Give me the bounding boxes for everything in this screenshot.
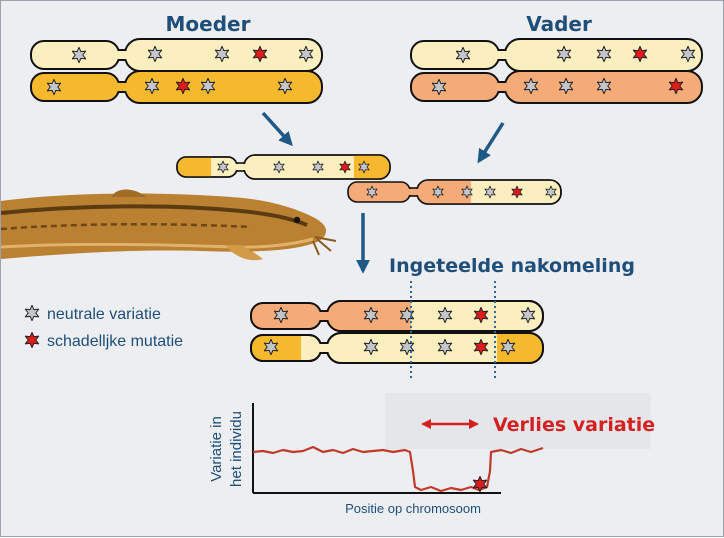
loach-fish-image — [1, 189, 337, 261]
father-arrow — [477, 122, 505, 164]
legend: neutrale variatie schadelljke mutatie — [24, 304, 183, 350]
legend-neutral-label: neutrale variatie — [47, 306, 161, 323]
mother-title: Moeder — [166, 12, 251, 36]
offspring-chromosome-1 — [250, 300, 544, 332]
y-axis-label-line1: Variatie in — [208, 416, 225, 482]
red-star-icon — [24, 331, 40, 349]
father-chromosome-2 — [410, 70, 703, 104]
gamete-chromosome-mother — [176, 154, 391, 180]
x-axis-label: Positie op chromosoom — [345, 501, 481, 516]
father-title: Vader — [526, 12, 592, 36]
loss-label: Verlies variatie — [493, 414, 655, 436]
y-axis-label-line2: het individu — [228, 411, 245, 487]
variation-line — [252, 445, 544, 493]
gamete-chromosome-father — [347, 179, 562, 205]
mother-arrow — [261, 111, 293, 147]
legend-harmful-label: schadelljke mutatie — [47, 333, 183, 350]
offspring-chromosome-2 — [250, 332, 544, 364]
offspring-title: Ingeteelde nakomeling — [389, 255, 635, 277]
father-chromosome-1 — [410, 38, 703, 72]
mother-chromosome-2 — [30, 70, 323, 104]
gray-star-icon — [24, 304, 40, 322]
